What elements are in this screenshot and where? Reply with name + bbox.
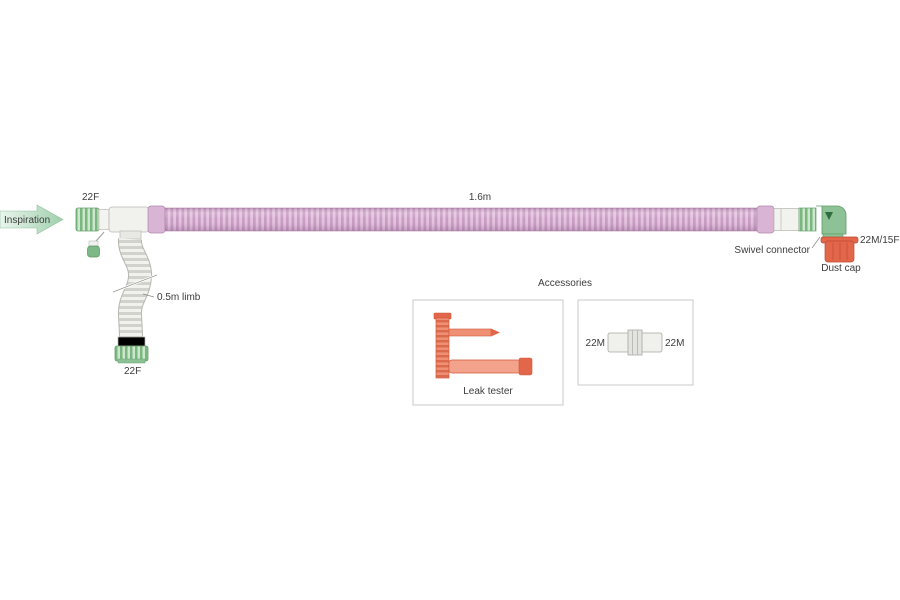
- coupler-graphic: [607, 329, 663, 356]
- coupler-left-label: 22M: [586, 338, 605, 349]
- flow-arrow-shape: [0, 204, 64, 235]
- tube-shading: [165, 208, 757, 231]
- leak-tester-barrel-cuff: [518, 357, 533, 376]
- patient-end-assembly: [773, 205, 847, 241]
- limb-connector-rim: [117, 358, 146, 364]
- coupler-right-barrel: [638, 332, 663, 353]
- t-piece-body: [108, 206, 150, 233]
- inlet-size-label: 22F: [82, 192, 99, 203]
- swivel-collar: [798, 207, 817, 232]
- outlet-size-label: 22M/15F: [860, 235, 899, 246]
- coupler-center-collar: [627, 329, 643, 356]
- t-piece-down-port: [119, 230, 142, 240]
- tube-cuff-left: [147, 205, 166, 234]
- limb-collar: [117, 336, 146, 347]
- coupler-right-label: 22M: [665, 338, 684, 349]
- limb-leader-line: [142, 293, 155, 298]
- limb-length-label: 0.5m limb: [157, 292, 201, 303]
- dust-cap-label: Dust cap: [821, 263, 861, 274]
- swivel-elbow: [816, 205, 847, 235]
- inlet-connector-assembly: [75, 206, 150, 258]
- leak-tester-bellows: [435, 317, 450, 379]
- leak-tester-barrel: [448, 359, 522, 374]
- inspiration-flow-arrow: Inspiration: [0, 204, 64, 235]
- tube-length-label: 1.6m: [469, 192, 491, 203]
- port-cap-tether: [94, 231, 105, 243]
- coupler-left-barrel: [607, 332, 632, 353]
- inlet-collar: [98, 209, 110, 230]
- limb-corrugation: [118, 238, 151, 339]
- inlet-connector-22f: [75, 207, 100, 232]
- main-breathing-tube: [147, 205, 775, 234]
- swivel-leader-line: [811, 236, 821, 249]
- sample-port-cap: [87, 245, 100, 258]
- leak-tester-probe-tip: [491, 328, 500, 337]
- limb-size-label: 22F: [124, 366, 141, 377]
- accessories-title: Accessories: [538, 278, 592, 289]
- flow-direction-arrow-icon: [825, 212, 833, 220]
- leak-tester-label: Leak tester: [463, 386, 513, 397]
- leak-tester-probe: [448, 328, 492, 337]
- limb-tube: [112, 238, 158, 364]
- inspiration-label: Inspiration: [4, 215, 50, 226]
- limb-break-line: [112, 274, 158, 293]
- tube-cuff-right: [756, 205, 775, 234]
- swivel-connector-label: Swivel connector: [734, 245, 810, 256]
- dust-cap: [820, 236, 859, 263]
- leak-tester-graphic: [433, 312, 533, 379]
- end-connector: [773, 208, 800, 231]
